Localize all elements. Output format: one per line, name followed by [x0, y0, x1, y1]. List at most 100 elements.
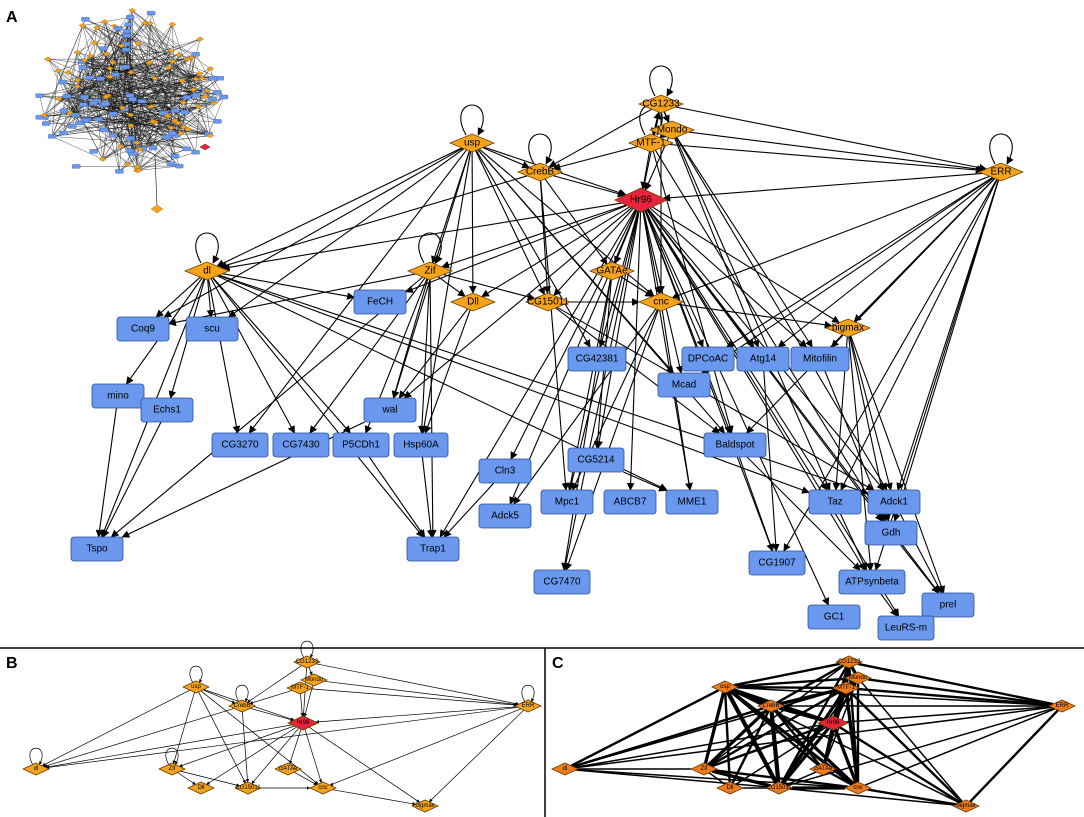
tf-node-err[interactable]: ERR	[1048, 699, 1076, 713]
tf-node-bigmax[interactable]: bigmax	[824, 318, 872, 338]
tf-node-zif[interactable]: Zif	[158, 762, 186, 776]
gene-node-cln3[interactable]: Cln3	[478, 458, 532, 484]
gene-node-adck5[interactable]: Adck5	[478, 503, 532, 529]
tf-node-err[interactable]: ERR	[514, 699, 542, 713]
gene-node-coq9[interactable]: Coq9	[116, 316, 170, 342]
gene-node-p5cdh1[interactable]: P5CDh1	[332, 432, 390, 458]
gene-node-adck1[interactable]: Adck1	[867, 489, 921, 515]
tf-node-cg1233[interactable]: CG1233	[637, 94, 685, 114]
tf-node-dll[interactable]: Dll	[449, 292, 497, 312]
thumbnail-gene-node	[96, 76, 105, 81]
tf-node-zif[interactable]: Zif	[406, 261, 454, 281]
tf-node-dl[interactable]: dl	[551, 762, 579, 776]
tf-node-bigmax[interactable]: bigmax	[411, 799, 439, 813]
gene-node-atpsynbeta[interactable]: ATPsynbeta	[838, 569, 906, 595]
tf-node-cg15011[interactable]: CG15011	[765, 781, 793, 795]
tf-node-label: Zif	[169, 766, 176, 772]
gene-node-shape	[211, 432, 269, 458]
gene-node-cg7430[interactable]: CG7430	[272, 432, 330, 458]
gene-node-abcb7[interactable]: ABCB7	[603, 489, 657, 515]
thumbnail-tf-node	[189, 87, 197, 93]
thumbnail-edge	[136, 23, 151, 171]
tf-node-usp[interactable]: usp	[711, 680, 739, 694]
gene-node-mcad[interactable]: Mcad	[657, 372, 711, 398]
tf-node-mtf-1[interactable]: MTF-1	[627, 133, 675, 153]
gene-node-gdh[interactable]: Gdh	[864, 520, 918, 546]
gene-node-gc1[interactable]: GC1	[807, 604, 861, 630]
thumbnail-tf-node	[168, 59, 177, 65]
tf-node-hr96[interactable]: Hr96	[614, 187, 668, 213]
tf-node-cg15011[interactable]: CG15011	[234, 781, 262, 795]
tf-node-usp[interactable]: usp	[448, 133, 496, 153]
tf-node-cg1233[interactable]: CG1233	[835, 655, 863, 669]
thumbnail-gene-node	[113, 26, 123, 31]
edge-cg1233-to-cg15011	[780, 666, 848, 784]
tf-node-cg1233[interactable]: CG1233	[293, 655, 321, 669]
edge-hr96-to-zif	[710, 724, 825, 768]
tf-node-crebb[interactable]: CrebB	[516, 162, 564, 182]
gene-node-cg5214[interactable]: CG5214	[567, 447, 625, 473]
tf-node-cnc[interactable]: cnc	[844, 781, 872, 795]
tf-node-mondo[interactable]: Mondo	[300, 673, 328, 687]
edge-usp-to-mondo	[736, 677, 847, 688]
gene-node-cg1907[interactable]: CG1907	[748, 550, 806, 576]
tf-node-gatae[interactable]: GATAe	[588, 261, 636, 281]
gene-node-mino[interactable]: mino	[91, 383, 145, 409]
thumbnail-tf-node	[206, 66, 215, 72]
gene-node-cg3270[interactable]: CG3270	[211, 432, 269, 458]
gene-node-hsp60a[interactable]: Hsp60A	[393, 432, 449, 458]
tf-node-bigmax[interactable]: bigmax	[952, 799, 980, 813]
gene-node-mitofilin[interactable]: Mitofilin	[790, 346, 850, 372]
tf-node-crebb[interactable]: CrebB	[757, 699, 785, 713]
gene-node-shape	[185, 316, 239, 342]
tf-node-shape	[234, 781, 262, 795]
tf-node-gatae[interactable]: GATAe	[809, 762, 837, 776]
gene-node-baldspot[interactable]: Baldspot	[703, 432, 767, 458]
gene-node-shape	[116, 316, 170, 342]
tf-node-shape	[614, 187, 668, 213]
tf-node-hr96[interactable]: Hr96	[817, 715, 849, 731]
gene-node-echs1[interactable]: Echs1	[140, 397, 194, 423]
gene-node-taz[interactable]: Taz	[808, 489, 862, 515]
tf-node-dl[interactable]: dl	[22, 762, 50, 776]
tf-node-mondo[interactable]: Mondo	[844, 671, 872, 685]
tf-node-label: cnc	[653, 297, 669, 308]
tf-node-usp[interactable]: usp	[182, 680, 210, 694]
gene-node-atg14[interactable]: Atg14	[736, 346, 790, 372]
tf-node-crebb[interactable]: CrebB	[228, 699, 256, 713]
gene-node-prel[interactable]: prel	[921, 592, 975, 618]
thumbnail-tf-node	[179, 124, 188, 130]
gene-node-mme1[interactable]: MME1	[665, 489, 719, 515]
edge-usp-to-err	[736, 686, 1051, 707]
tf-node-gatae[interactable]: GATAe	[274, 762, 302, 776]
tf-node-cg15011[interactable]: CG15011	[524, 292, 572, 312]
edge-crebb-to-dl	[218, 175, 528, 269]
gene-node-label: prel	[940, 600, 957, 611]
gene-node-trap1[interactable]: Trap1	[406, 536, 460, 562]
tf-node-cnc[interactable]: cnc	[309, 781, 337, 795]
tf-node-mtf-1[interactable]: MTF-1	[832, 681, 860, 695]
gene-node-mpc1[interactable]: Mpc1	[540, 489, 594, 515]
thumbnail-edge	[148, 63, 200, 74]
thumbnail-tf-node	[174, 52, 183, 58]
tf-node-dll[interactable]: Dll	[716, 781, 744, 795]
gene-node-cg7470[interactable]: CG7470	[533, 569, 591, 595]
gene-node-scu[interactable]: scu	[185, 316, 239, 342]
thumbnail-edge	[139, 24, 173, 150]
gene-node-leurs-m[interactable]: LeuRS-m	[877, 615, 935, 641]
tf-node-err[interactable]: ERR	[977, 162, 1025, 182]
gene-node-tspo[interactable]: Tspo	[70, 536, 124, 562]
tf-node-dl[interactable]: dl	[183, 261, 231, 281]
gene-node-wal[interactable]: wal	[363, 397, 417, 423]
tf-node-mtf-1[interactable]: MTF-1	[286, 681, 314, 695]
gene-node-cg42381[interactable]: CG42381	[567, 346, 627, 372]
thumbnail-edge	[85, 19, 224, 98]
tf-node-dll[interactable]: Dll	[187, 781, 215, 795]
gene-node-dpcoac[interactable]: DPCoAC	[681, 346, 735, 372]
tf-node-mondo[interactable]: Mondo	[648, 120, 696, 140]
thumbnail-edge	[177, 96, 224, 123]
gene-node-fech[interactable]: FeCH	[353, 289, 407, 315]
tf-node-hr96[interactable]: Hr96	[287, 715, 319, 731]
tf-node-zif[interactable]: Zif	[690, 762, 718, 776]
tf-node-cnc[interactable]: cnc	[637, 292, 685, 312]
